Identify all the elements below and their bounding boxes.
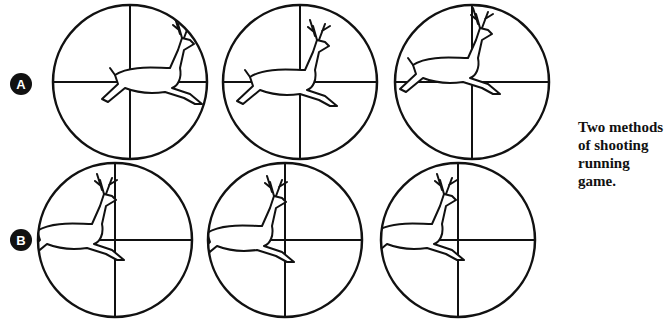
row-badge: B (10, 229, 32, 251)
badge-letter: B (16, 233, 25, 248)
row-badge: A (10, 73, 32, 95)
caption: Two methods of shooting running game. (578, 118, 664, 190)
badge-letter: A (16, 77, 25, 92)
